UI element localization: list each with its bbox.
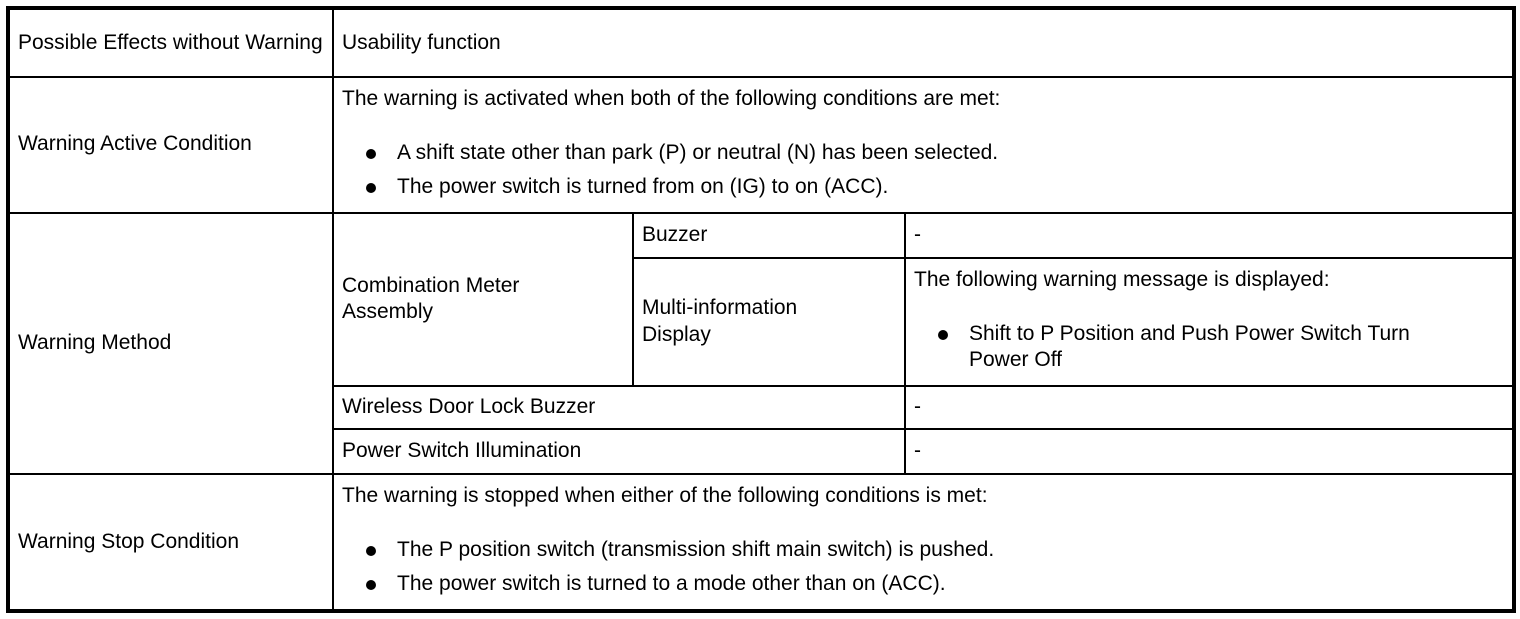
list-item: A shift state other than park (P) or neu… (366, 140, 1504, 167)
warning-stop-intro: The warning is stopped when either of th… (342, 484, 988, 508)
warning-active-intro: The warning is activated when both of th… (342, 87, 1001, 110)
cell-warning-stop-label: Warning Stop Condition (7, 473, 334, 612)
cell-warning-method-label: Warning Method (7, 211, 334, 476)
bullet-text: Shift to P Position and Push Power Switc… (969, 321, 1410, 372)
bullet-icon (366, 580, 376, 590)
cell-possible-effects-value: Usability function (332, 7, 1515, 78)
cell-combination-meter-label: Combination Meter Assembly (332, 211, 634, 388)
mid-label-text: Multi-information Display (642, 296, 798, 346)
cell-warning-stop-value: The warning is stopped when either of th… (332, 473, 1515, 612)
row-warning-stop-condition: Warning Stop Condition The warning is st… (7, 473, 1515, 612)
cell-power-switch-illumination-label: Power Switch Illumination (332, 428, 906, 476)
warning-active-bullet-list: A shift state other than park (P) or neu… (342, 140, 1504, 201)
row-warning-method-buzzer: Warning Method Combination Meter Assembl… (7, 211, 1515, 476)
bullet-text: The P position switch (transmission shif… (397, 538, 995, 562)
bullet-icon (366, 546, 376, 557)
list-item: The power switch is turned from on (IG) … (366, 174, 1504, 201)
mid-bullet-list: Shift to P Position and Push Power Switc… (914, 321, 1504, 375)
list-item: The power switch is turned to a mode oth… (366, 571, 1504, 598)
cell-buzzer-value: - (904, 211, 1515, 259)
cell-buzzer-label: Buzzer (632, 211, 906, 259)
row-warning-active-condition: Warning Active Condition The warning is … (7, 76, 1515, 214)
bullet-icon (938, 329, 948, 340)
cell-power-switch-illumination-value: - (904, 428, 1515, 476)
row-warning-method-mid: Multi-information Display The following … (8, 256, 1515, 388)
mid-intro: The following warning message is display… (914, 267, 1330, 291)
bullet-icon (366, 182, 376, 193)
cell-possible-effects-label: Possible Effects without Warning (7, 7, 334, 78)
row-possible-effects: Possible Effects without Warning Usabili… (7, 7, 1515, 78)
warning-table: Possible Effects without Warning Usabili… (6, 6, 1516, 613)
cell-warning-active-label: Warning Active Condition (7, 76, 334, 214)
warning-stop-bullet-list: The P position switch (transmission shif… (342, 537, 1504, 598)
cell-wireless-door-lock-buzzer-label: Wireless Door Lock Buzzer (332, 385, 906, 431)
list-item: The P position switch (transmission shif… (366, 537, 1504, 564)
cell-warning-active-value: The warning is activated when both of th… (332, 76, 1515, 214)
cell-mid-label: Multi-information Display (632, 256, 906, 388)
bullet-text: The power switch is turned to a mode oth… (397, 572, 946, 595)
list-item: Shift to P Position and Push Power Switc… (938, 321, 1504, 375)
row-warning-method-illumination: Power Switch Illumination - (8, 428, 1515, 476)
bullet-text: A shift state other than park (P) or neu… (397, 140, 999, 164)
row-warning-method-wireless: Wireless Door Lock Buzzer - (8, 385, 1515, 431)
combination-meter-text: Combination Meter Assembly (342, 273, 520, 324)
cell-wireless-door-lock-buzzer-value: - (904, 385, 1515, 431)
cell-mid-value: The following warning message is display… (904, 256, 1515, 388)
bullet-icon (366, 148, 376, 159)
bullet-text: The power switch is turned from on (IG) … (397, 174, 889, 198)
